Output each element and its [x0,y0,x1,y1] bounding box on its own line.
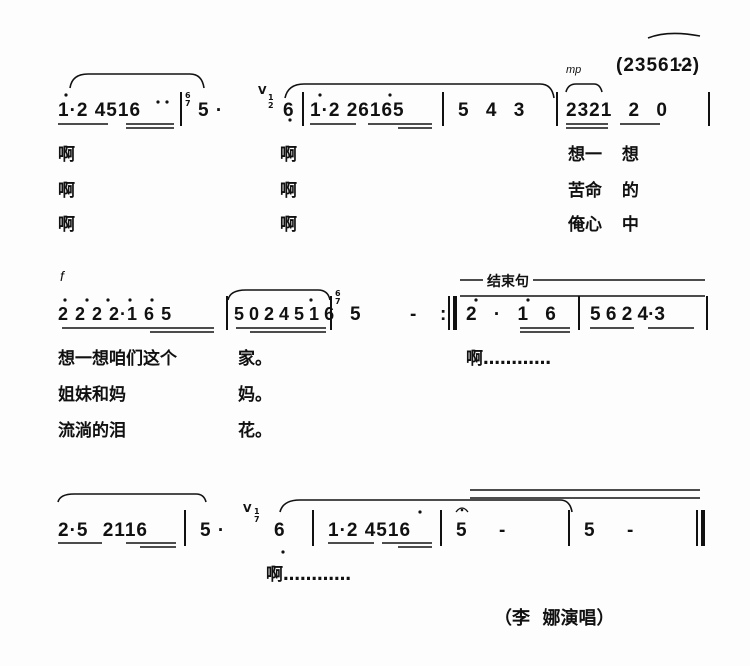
dynamic-marking: f [60,268,64,284]
measure-note: 1·2 4516 [58,100,142,121]
lyric-syllable: 啊 [280,181,297,201]
grace-note: 6 7 [185,91,191,108]
barline [330,296,332,330]
measure-note: 5 · [198,100,224,121]
measure-note: 2 2 2 2·1 6 5 [58,304,173,324]
barline [180,92,182,126]
breath-mark: V [258,84,267,97]
lyric-syllable: 花。 [238,421,272,441]
measure-note: 2 · 1 6 [466,304,557,325]
lyric-line: 流淌的泪 [58,421,126,441]
lyric-syllable: 啊 [58,145,75,165]
measure-note: 1·2 26165 [310,100,405,121]
grace-note: 1 7 [254,507,260,524]
barline [556,92,558,126]
lyric-line: 想一想咱们这个 [58,349,177,369]
barline [184,510,186,546]
lyric-line: 姐妹和妈 [58,385,126,405]
measure-note: 5 4 3 [458,100,526,121]
lyric-syllable: 啊 [58,215,75,235]
measure-note: 2·5 2116 [58,520,148,541]
measure-note: 5 · [200,520,226,541]
lyric-syllable: 啊 [280,145,297,165]
grace-note: 1 2 [268,93,274,110]
measure-note: - [410,304,418,325]
measure-note: 2321 2 0 [566,100,668,121]
barline [442,92,444,126]
grace-note: 6 7 [335,289,341,306]
lyric-syllable: 啊………… [466,349,551,369]
performer-credit: （李 娜演唱） [494,608,615,629]
lyric-syllable: 啊 [58,181,75,201]
measure-note: 6 [274,520,286,541]
lyric-syllable: 俺心 中 [568,215,639,235]
measure-note: 5 6 2 4·3 [590,304,665,325]
barline [302,92,304,126]
barline [453,296,457,330]
lyric-syllable: 家。 [238,349,272,369]
measure-note: 5 0 2 4 5 1 6 [234,304,335,324]
barline [706,296,708,330]
barline [578,296,580,330]
measure-note: 5 - [584,520,635,541]
lyric-syllable: 想一 想 [568,145,639,165]
lyric-syllable: 啊 [280,215,297,235]
measure-note: 1·2 4516 [328,520,412,541]
dynamic-marking: mp [566,64,582,76]
barline [448,296,450,330]
barline [708,92,710,126]
cadenza-notes: (235612) [616,55,701,76]
measure-note: 6 [283,100,295,121]
breath-mark: V [243,502,252,515]
barline [440,510,442,546]
lyric-syllable: 苦命 的 [568,181,639,201]
ending-label: 结束句 [483,271,533,291]
measure-note: 5 [350,304,362,325]
barline [696,510,698,546]
measure-note: 5 - [456,520,507,541]
lyric-syllable: 妈。 [238,385,272,405]
barline [568,510,570,546]
barline [312,510,314,546]
repeat-dots: : [440,304,448,325]
barline [226,296,228,330]
barline [701,510,705,546]
lyric-syllable: 啊………… [266,565,351,585]
